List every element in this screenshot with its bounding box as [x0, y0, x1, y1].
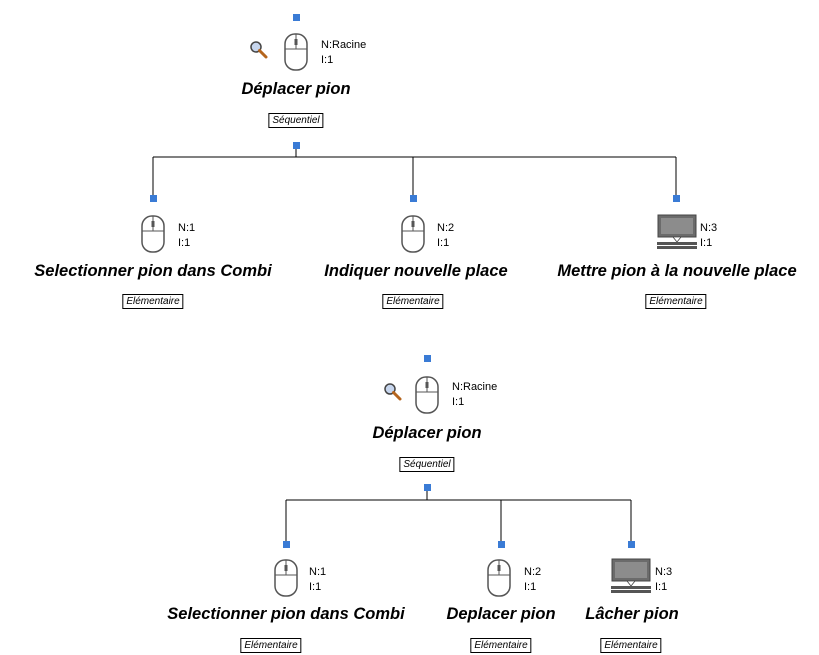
child-1-top-port[interactable] [150, 195, 157, 202]
root-top-port[interactable] [293, 14, 300, 21]
node-number: N:2 [524, 566, 542, 578]
child-2-operator-label: Elémentaire [382, 294, 444, 309]
node-iteration: I:1 [321, 54, 334, 66]
node-iteration: I:1 [452, 396, 465, 408]
mouse-icon [487, 559, 511, 597]
child-3-top-port[interactable] [628, 541, 635, 548]
child-3-task-name[interactable]: Lâcher pion [585, 605, 679, 623]
child-3-operator-label: Elémentaire [600, 638, 662, 653]
mouse-icon [274, 559, 298, 597]
mouse-icon [284, 33, 308, 71]
tree-2-links [285, 489, 632, 542]
child-2-top-port[interactable] [410, 195, 417, 202]
root-bottom-port[interactable] [424, 484, 431, 491]
node-number: N:3 [700, 222, 718, 234]
node-number: N:Racine [452, 381, 498, 393]
tree-1-links [152, 147, 677, 196]
child-1-top-port[interactable] [283, 541, 290, 548]
node-iteration: I:1 [700, 237, 713, 249]
node-iteration: I:1 [524, 581, 537, 593]
mouse-icon [141, 215, 165, 253]
node-number: N:1 [309, 566, 327, 578]
child-3-operator-label: Elémentaire [645, 294, 707, 309]
node-iteration: I:1 [309, 581, 322, 593]
magnifier-icon[interactable] [249, 40, 269, 60]
child-2-task-name[interactable]: Deplacer pion [446, 605, 556, 623]
child-2-operator-label: Elémentaire [470, 638, 532, 653]
node-iteration: I:1 [178, 237, 191, 249]
node-iteration: I:1 [437, 237, 450, 249]
child-2-top-port[interactable] [498, 541, 505, 548]
root-task-name[interactable]: Déplacer pion [372, 424, 482, 442]
child-1-operator-label: Elémentaire [240, 638, 302, 653]
computer-icon [657, 214, 697, 249]
root-operator-label: Séquentiel [399, 457, 455, 472]
child-3-top-port[interactable] [673, 195, 680, 202]
root-top-port[interactable] [424, 355, 431, 362]
root-task-name[interactable]: Déplacer pion [241, 80, 351, 98]
node-number: N:3 [655, 566, 673, 578]
child-1-task-name[interactable]: Selectionner pion dans Combi [167, 605, 405, 623]
child-1-task-name[interactable]: Selectionner pion dans Combi [34, 262, 272, 280]
node-number: N:1 [178, 222, 196, 234]
root-operator-label: Séquentiel [268, 113, 324, 128]
node-number: N:2 [437, 222, 455, 234]
child-1-operator-label: Elémentaire [122, 294, 184, 309]
computer-icon [611, 558, 651, 593]
mouse-icon [401, 215, 425, 253]
child-3-task-name[interactable]: Mettre pion à la nouvelle place [557, 262, 797, 280]
root-bottom-port[interactable] [293, 142, 300, 149]
node-iteration: I:1 [655, 581, 668, 593]
mouse-icon [415, 376, 439, 414]
magnifier-icon[interactable] [383, 382, 403, 402]
child-2-task-name[interactable]: Indiquer nouvelle place [324, 262, 508, 280]
node-number: N:Racine [321, 39, 367, 51]
